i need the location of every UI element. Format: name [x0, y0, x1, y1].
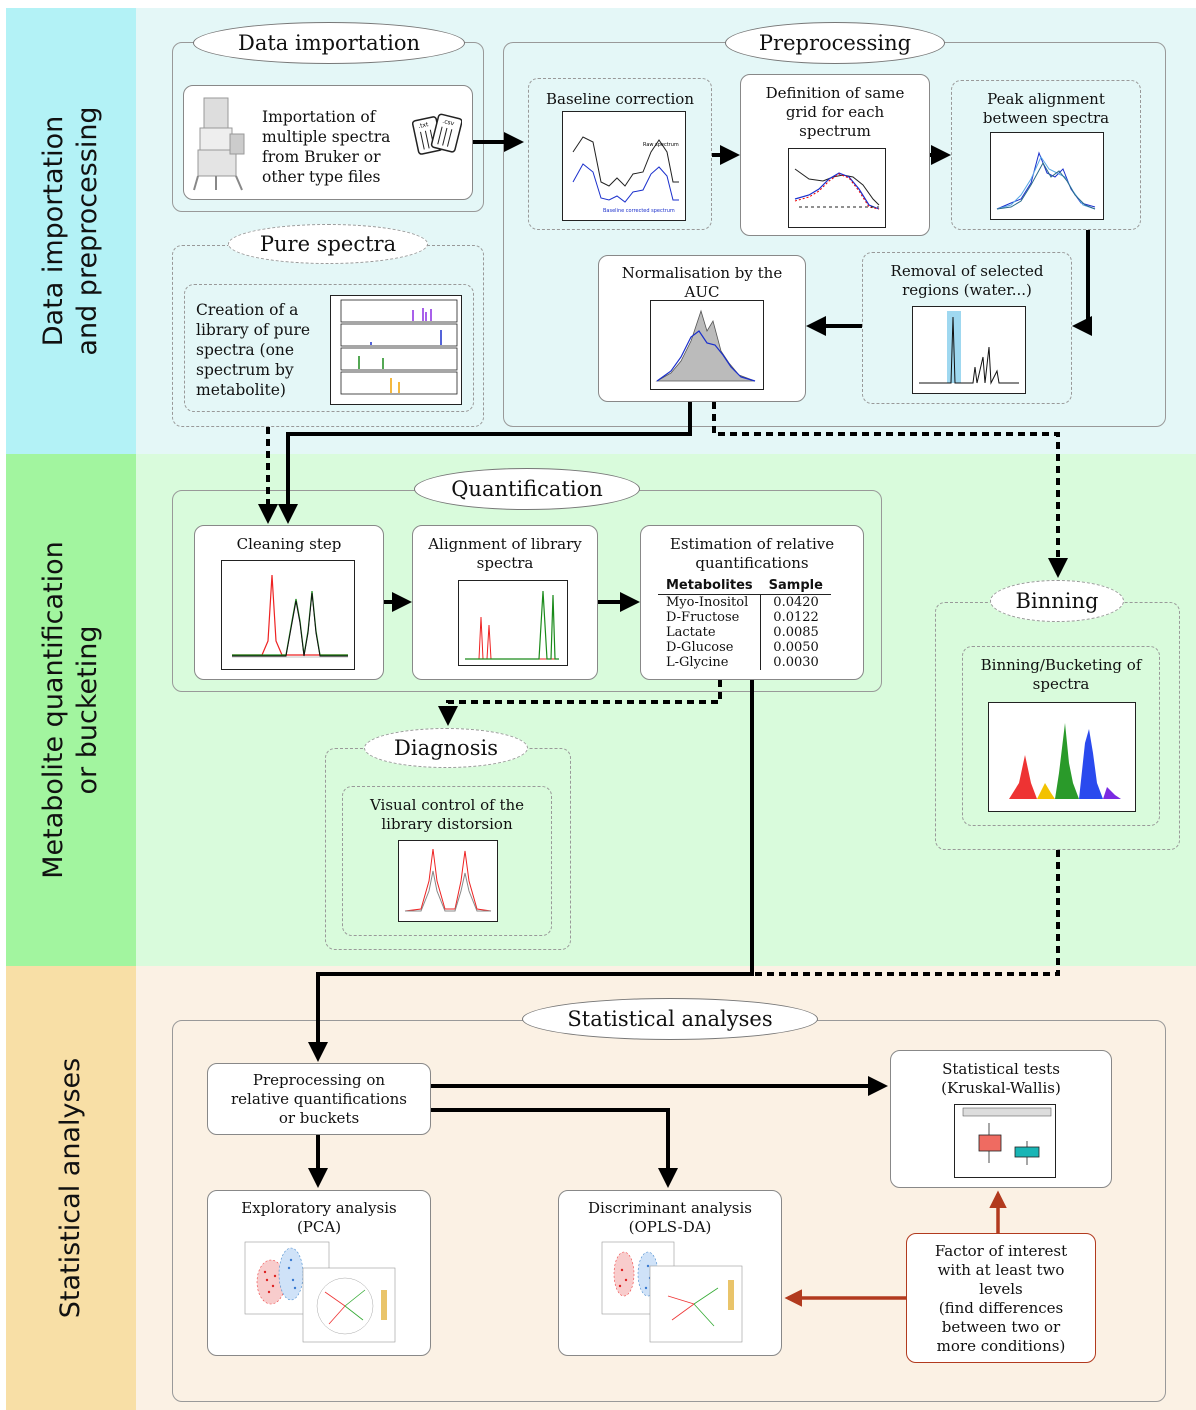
pure-spectra-plot [330, 295, 462, 405]
estimation-label: Estimation of relative quantifications [669, 535, 835, 572]
tests-plot [954, 1104, 1056, 1178]
section-stats-label: Statistical analyses [55, 1057, 86, 1319]
stats-title: Statistical analyses [522, 998, 818, 1040]
svg-text:Raw spectrum: Raw spectrum [643, 142, 679, 148]
binning-title: Binning [990, 580, 1124, 622]
file-label-csv: .csv [442, 118, 456, 128]
binning-box [962, 646, 1160, 826]
pca-plot [241, 1240, 399, 1346]
peak-plot [990, 132, 1104, 220]
alignment-label: Alignment of library spectra [428, 535, 582, 572]
factor-box [906, 1233, 1096, 1363]
opls-plot [598, 1240, 746, 1346]
diagnosis-plot [398, 840, 498, 922]
binning-label: Binning/Bucketing of spectra [980, 656, 1142, 693]
opls-label: Discriminant analysis (OPLS-DA) [588, 1199, 752, 1236]
cleaning-plot [221, 560, 355, 670]
spectrometer-icon [190, 94, 252, 192]
diagnosis-label: Visual control of the library distorsion [369, 796, 525, 833]
norm-label: Normalisation by the AUC [621, 264, 783, 301]
removal-plot [912, 306, 1026, 394]
baseline-label: Baseline correction [545, 90, 694, 108]
tests-label: Statistical tests (Kruskal-Wallis) [941, 1060, 1061, 1097]
section-quant-side: Metabolite quantification or bucketing [6, 454, 136, 966]
prep-label: Preprocessing on relative quantification… [231, 1071, 407, 1127]
baseline-box [528, 78, 712, 230]
import-title: Data importation [193, 22, 465, 64]
section-stats-side: Statistical analyses [6, 966, 136, 1410]
grid-plot [788, 148, 886, 228]
file-label-txt: .txt [418, 121, 430, 130]
prep-box [207, 1063, 431, 1135]
diagnosis-title: Diagnosis [364, 728, 528, 768]
pure-title: Pure spectra [228, 224, 428, 264]
quant-table-header: Sample [760, 578, 831, 595]
section-quant-label: Metabolite quantification or bucketing [38, 541, 103, 879]
factor-label: Factor of interest with at least two lev… [934, 1242, 1068, 1355]
baseline-plot: Raw spectrum Baseline corrected spectrum [562, 111, 686, 221]
grid-label: Definition of same grid for each spectru… [765, 84, 905, 140]
preprocessing-title: Preprocessing [725, 22, 945, 64]
removal-label: Removal of selected regions (water...) [890, 262, 1044, 299]
section-import-label: Data importation and preprocessing [38, 106, 103, 356]
norm-plot [650, 300, 764, 390]
pure-text: Creation of a library of pure spectra (o… [196, 301, 311, 399]
import-text: Importation of multiple spectra from Bru… [262, 108, 391, 186]
peak-label: Peak alignment between spectra [982, 90, 1110, 127]
quantification-title: Quantification [414, 468, 640, 510]
file-icon: .txt .csv [411, 112, 463, 160]
binning-plot [988, 702, 1136, 812]
alignment-plot [458, 580, 568, 666]
pca-label: Exploratory analysis (PCA) [241, 1199, 397, 1236]
cleaning-label: Cleaning step [236, 535, 342, 553]
peak-box [951, 80, 1141, 230]
section-import-side: Data importation and preprocessing [6, 8, 136, 454]
svg-text:Baseline corrected spectrum: Baseline corrected spectrum [603, 208, 675, 214]
quant-table-header: Metabolites [658, 578, 761, 595]
